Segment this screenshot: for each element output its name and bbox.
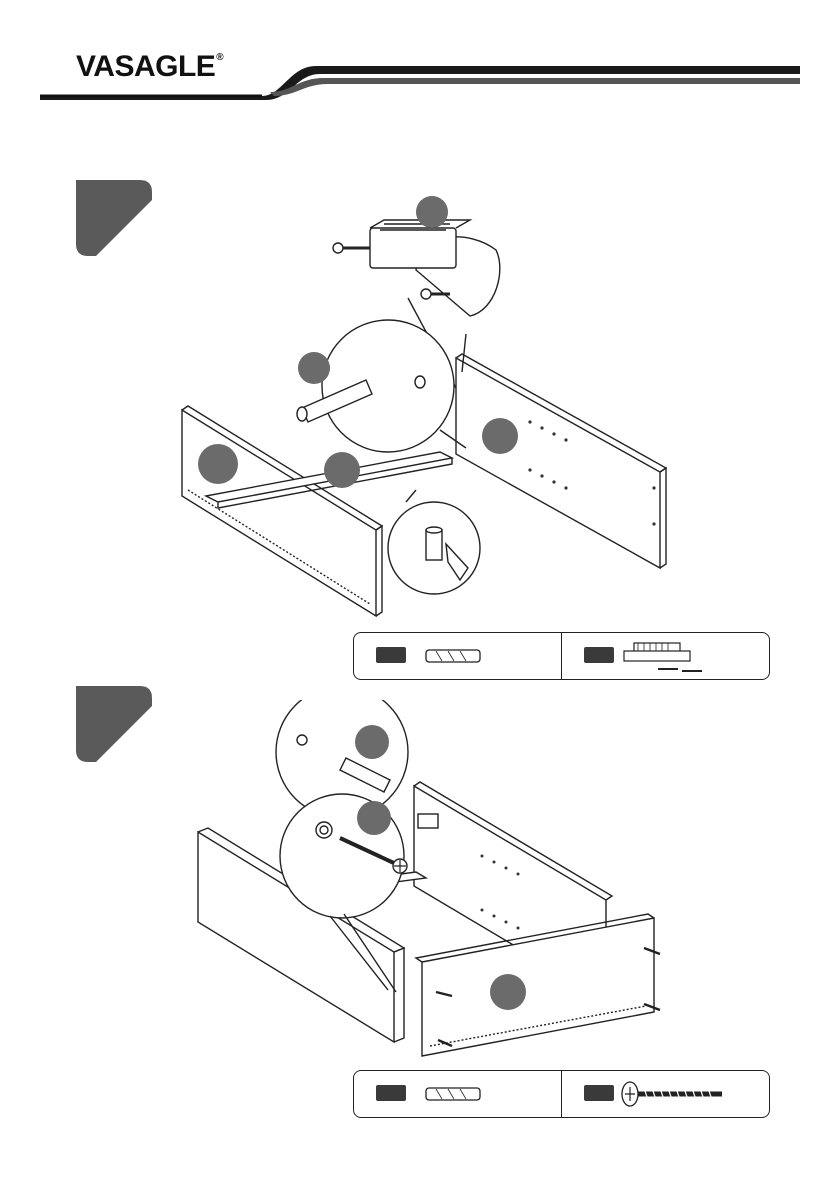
header-swoosh bbox=[0, 0, 840, 110]
part-tag bbox=[376, 1085, 406, 1101]
step-1-part-magnet-catch bbox=[561, 633, 769, 679]
page-header: VASAGLE® bbox=[0, 0, 840, 110]
part-tag bbox=[584, 1085, 614, 1101]
step-1-parts-box bbox=[353, 632, 770, 680]
part-tag bbox=[376, 647, 406, 663]
step-2-part-screw bbox=[561, 1071, 769, 1117]
step-2-parts-box bbox=[353, 1070, 770, 1118]
magnetic-catch-icon bbox=[618, 637, 708, 675]
step-1-part-dowel bbox=[354, 633, 561, 679]
screw-icon bbox=[618, 1079, 728, 1109]
dowel-icon bbox=[424, 647, 484, 665]
step-2-part-dowel bbox=[354, 1071, 561, 1117]
step-1-drawing bbox=[170, 190, 690, 620]
dowel-icon bbox=[424, 1085, 484, 1103]
part-tag bbox=[584, 647, 614, 663]
step-2-drawing bbox=[190, 700, 670, 1065]
step-1-badge bbox=[76, 180, 152, 256]
step-2-badge bbox=[76, 686, 152, 762]
